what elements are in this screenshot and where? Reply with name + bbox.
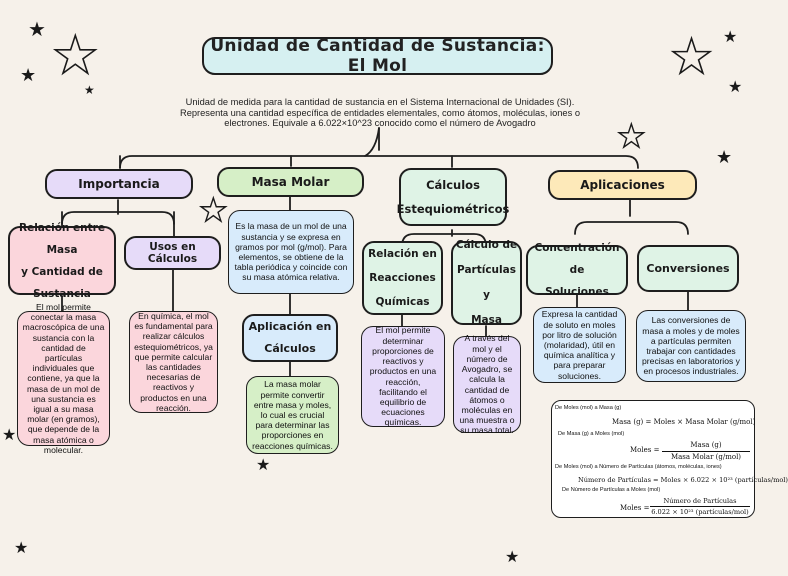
category-masa-molar-label: Masa Molar <box>251 175 330 189</box>
star-icon: ★ <box>2 427 17 444</box>
calculo-particulas-title-line3: Masa <box>471 314 502 326</box>
node-masa-molar-desc: Es la masa de un mol de una sustancia y … <box>228 210 354 294</box>
relacion-masa-title-line1: Relación entre Masa <box>19 221 105 256</box>
star-icon: ★ <box>84 83 95 97</box>
node-conversiones-title: Conversiones <box>637 245 739 292</box>
node-concentracion-desc: Expresa la cantidad de soluto en moles p… <box>533 307 626 383</box>
category-calculos-line1: Cálculos <box>426 178 480 192</box>
conversiones-desc-text: Las conversiones de masa a moles y de mo… <box>642 315 740 377</box>
node-calculo-particulas-title: Cálculo de Partículas y Masa <box>451 239 522 326</box>
page-title: Unidad de Cantidad de Sustancia: El Mol <box>210 36 545 76</box>
aplicacion-calculos-title-line1: Aplicación en <box>248 320 332 333</box>
intro-line-1: Unidad de medida para la cantidad de sus… <box>185 97 575 107</box>
star-icon: ★ <box>669 31 714 84</box>
masa-molar-desc-text: Es la masa de un mol de una sustancia y … <box>234 221 348 283</box>
concentracion-title-line2: Soluciones <box>545 286 609 298</box>
node-relacion-masa-title: Relación entre Masa y Cantidad de Sustan… <box>8 222 116 300</box>
star-icon: ★ <box>716 147 733 167</box>
relacion-reacciones-desc-text: El mol permite determinar proporciones d… <box>369 325 437 428</box>
formula-4-lhs: Moles = <box>620 504 650 512</box>
calculo-particulas-desc-text: A través del mol y el número de Avogadro… <box>459 333 515 436</box>
formula-2-numerator: Masa (g) <box>690 441 722 449</box>
relacion-masa-title-line3: Sustancia <box>33 287 91 300</box>
connector-lines <box>61 127 689 377</box>
intro-line-2: Representa una cantidad específica de en… <box>179 107 580 118</box>
relacion-reacciones-title-line3: Químicas <box>375 296 430 308</box>
calculo-particulas-title-line2: Partículas y <box>457 264 516 301</box>
formula-heading-1: De Moles (mol) a Masa (g) <box>555 405 622 411</box>
star-icon: ★ <box>14 540 29 557</box>
formula-4-numerator: Número de Partículas <box>663 497 737 505</box>
relacion-masa-title-line2: y Cantidad de <box>21 265 103 278</box>
concentracion-desc-text: Expresa la cantidad de soluto en moles p… <box>541 309 618 381</box>
star-icon: ★ <box>198 192 228 228</box>
star-icon: ★ <box>51 27 99 85</box>
formula-heading-3: De Moles (mol) a Número de Partículas (á… <box>555 464 722 470</box>
node-usos-calculos-desc: En química, el mol es fundamental para r… <box>129 311 218 413</box>
node-aplicacion-calculos-title: Aplicación en Cálculos <box>242 314 338 362</box>
category-aplicaciones-label: Aplicaciones <box>580 178 665 192</box>
node-usos-calculos-title: Usos en Cálculos <box>124 236 221 270</box>
node-calculo-particulas-desc: A través del mol y el número de Avogadro… <box>453 333 521 436</box>
node-conversiones-desc: Las conversiones de masa a moles y de mo… <box>636 310 746 382</box>
category-aplicaciones: Aplicaciones <box>548 170 697 200</box>
formula-2-fraction-bar <box>662 451 750 452</box>
usos-calculos-title-text: Usos en Cálculos <box>147 241 198 265</box>
category-importancia-label: Importancia <box>78 177 160 191</box>
node-relacion-reacciones-title: Relación en Reacciones Químicas <box>362 241 443 315</box>
intro-line-3: electrones. Equivale a 6.022×10^23 conoc… <box>224 118 536 128</box>
formula-heading-4: De Número de Partículas a Moles (mol) <box>562 487 661 493</box>
formula-heading-2: De Masa (g) a Moles (mol) <box>558 431 625 437</box>
star-icon: ★ <box>505 549 520 566</box>
star-icon: ★ <box>256 457 271 474</box>
relacion-reacciones-title-line2: Reacciones <box>369 272 436 284</box>
formula-4-denominator: 6.022 × 10²³ (partículas/mol) <box>651 508 749 516</box>
star-icon: ★ <box>616 118 646 154</box>
star-icon: ★ <box>723 29 738 46</box>
category-calculos-line2: Estequiométricos <box>396 202 510 216</box>
formula-2-denominator: Masa Molar (g/mol) <box>670 453 742 461</box>
aplicacion-calculos-desc-text: La masa molar permite convertir entre ma… <box>252 379 333 451</box>
star-icon: ★ <box>728 79 743 96</box>
formula-4-fraction-bar <box>650 506 750 507</box>
node-relacion-reacciones-desc: El mol permite determinar proporciones d… <box>361 325 445 428</box>
main-title-box: Unidad de Cantidad de Sustancia: El Mol <box>202 36 553 76</box>
category-importancia: Importancia <box>45 169 193 199</box>
formula-2-lhs: Moles = <box>630 446 660 454</box>
node-concentracion-title: Concentración de Soluciones <box>526 242 628 298</box>
aplicacion-calculos-title-line2: Cálculos <box>264 342 316 355</box>
formula-3: Número de Partículas = Moles × 6.022 × 1… <box>578 476 788 484</box>
node-relacion-masa-desc: El mol permite conectar la masa macroscó… <box>17 302 110 455</box>
star-icon: ★ <box>20 65 37 85</box>
concentracion-title-line1: Concentración de <box>534 242 620 276</box>
relacion-reacciones-title-line1: Relación en <box>368 248 437 260</box>
category-masa-molar: Masa Molar <box>217 167 364 197</box>
star-icon: ★ <box>28 19 46 41</box>
formula-1: Masa (g) = Moles × Masa Molar (g/mol) <box>612 418 756 426</box>
calculo-particulas-title-line1: Cálculo de <box>455 239 518 251</box>
category-calculos-estequiometricos: Cálculos Estequiométricos <box>396 168 510 226</box>
intro-text: Unidad de medida para la cantidad de sus… <box>130 97 630 129</box>
node-aplicacion-calculos-desc: La masa molar permite convertir entre ma… <box>246 376 339 454</box>
conversiones-title-text: Conversiones <box>646 262 730 275</box>
relacion-masa-desc-text: El mol permite conectar la masa macroscó… <box>22 301 105 455</box>
formulas-box: De Moles (mol) a Masa (g) Masa (g) = Mol… <box>551 400 788 518</box>
usos-calculos-desc-text: En química, el mol es fundamental para r… <box>134 310 213 413</box>
